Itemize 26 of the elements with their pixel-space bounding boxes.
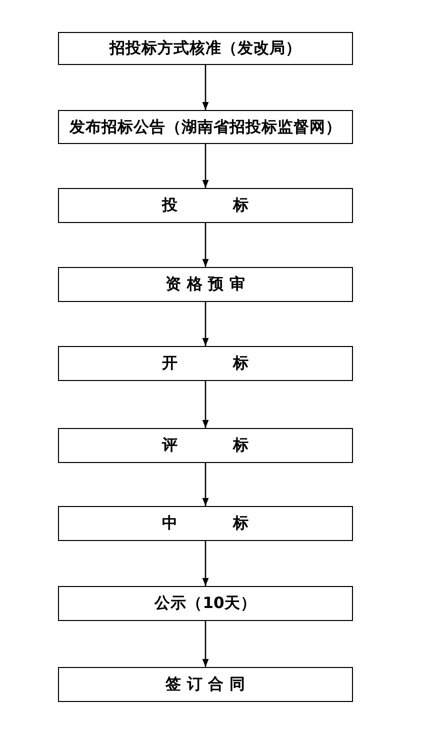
process-box: [58, 346, 353, 381]
arrow: [202, 381, 209, 428]
arrow: [202, 463, 209, 506]
process-box: [58, 188, 353, 223]
process-box: [58, 267, 353, 302]
arrow: [202, 65, 209, 110]
step-label: 开 标: [162, 354, 249, 373]
process-box: [58, 667, 353, 702]
step-label: 公示（10天）: [154, 594, 256, 613]
process-box: [58, 428, 353, 463]
arrow: [202, 541, 209, 586]
process-box: [58, 32, 353, 65]
arrow: [202, 223, 209, 267]
arrow: [202, 621, 209, 667]
process-box: [58, 586, 353, 621]
arrow: [202, 302, 209, 346]
step-label: 招投标方式核准（发改局）: [110, 39, 302, 58]
step-label: 发布招标公告（湖南省招投标监督网）: [70, 118, 342, 136]
arrow: [202, 144, 209, 188]
process-box: [58, 506, 353, 541]
process-box: [58, 110, 353, 144]
step-label: 资 格 预 审: [165, 275, 246, 294]
step-label: 中 标: [162, 514, 249, 533]
step-label: 投 标: [162, 196, 249, 215]
step-label: 签 订 合 同: [165, 675, 246, 694]
step-label: 评 标: [162, 436, 249, 455]
